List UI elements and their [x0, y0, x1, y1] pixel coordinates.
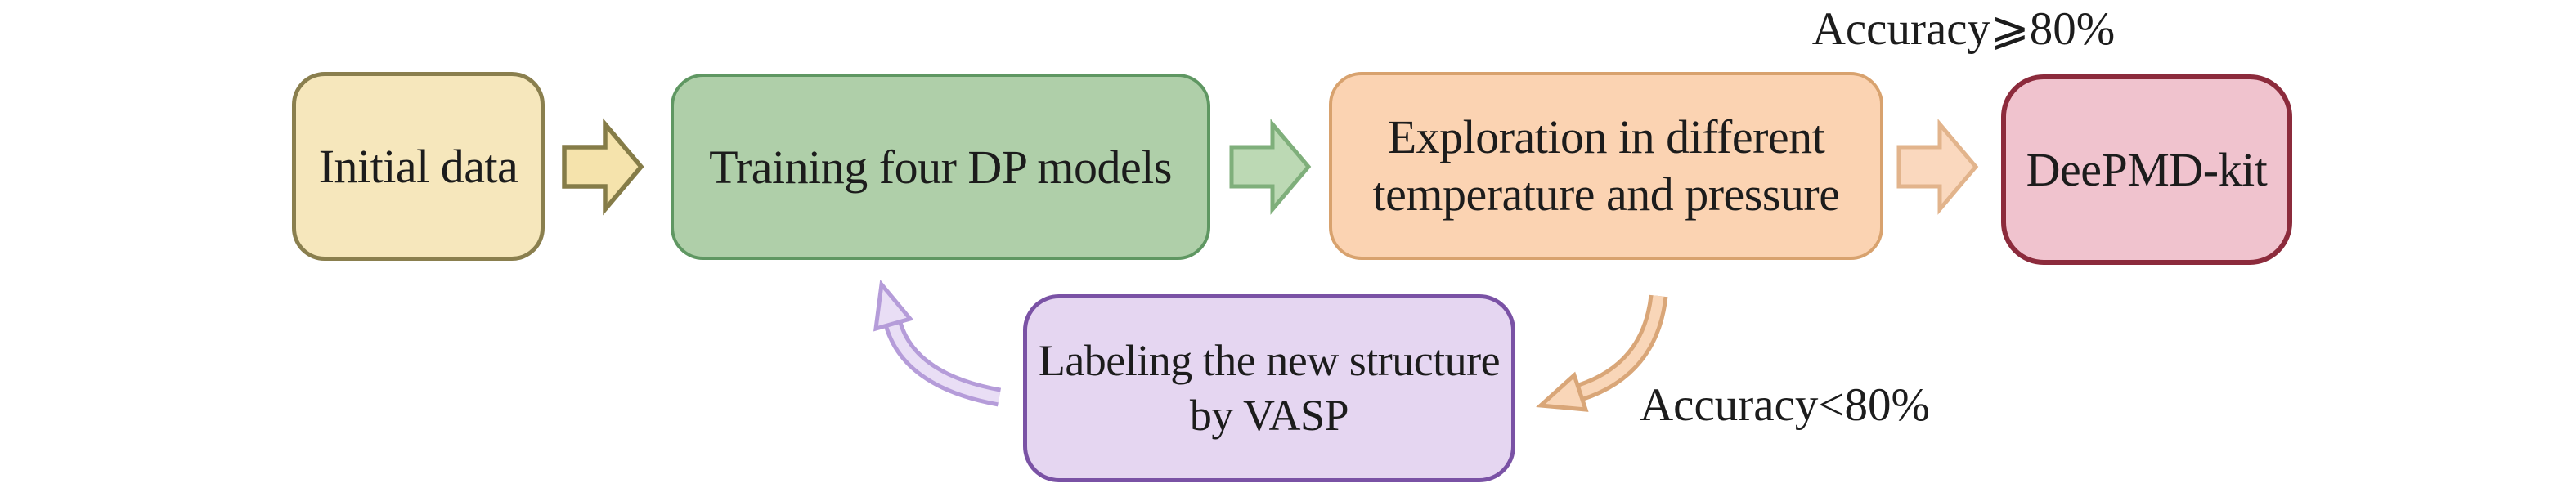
right-block-arrow-icon [562, 118, 644, 216]
annotation-accuracy-lt-80: Accuracy<80% [1640, 379, 1930, 431]
box-training-dp-models-label: Training four DP models [709, 140, 1172, 194]
curved-arrow-band-border [1577, 294, 1668, 401]
box-initial-data-label: Initial data [318, 140, 518, 193]
curved-arrow-band-fill [1577, 295, 1664, 398]
box-training-dp-models: Training four DP models [671, 74, 1210, 260]
arrow-exploration-to-deepmd [1896, 119, 1979, 215]
arrow-labeling-to-training [873, 280, 1002, 407]
box-deepmd-kit-label: DeePMD-kit [2026, 143, 2268, 196]
curved-arrow-band-border [883, 320, 1002, 407]
arrow-initial-to-training [562, 118, 644, 216]
box-exploration: Exploration in different temperature and… [1329, 72, 1883, 260]
annotation-accuracy-ge-80: Accuracy⩾80% [1811, 3, 2116, 55]
right-block-arrow-icon [1896, 119, 1979, 215]
right-block-arrow-icon [1229, 119, 1312, 215]
box-labeling-vasp: Labeling the new structure by VASP [1023, 294, 1515, 482]
curved-arrow-band-fill [887, 322, 1001, 403]
box-deepmd-kit: DeePMD-kit [2001, 74, 2292, 265]
arrow-training-to-exploration [1229, 119, 1312, 215]
box-labeling-vasp-label: Labeling the new structure by VASP [1038, 336, 1501, 440]
curved-arrowhead-icon [873, 280, 914, 332]
box-exploration-label: Exploration in different temperature and… [1372, 110, 1840, 221]
curved-arrowhead-icon [1536, 371, 1589, 412]
box-initial-data: Initial data [292, 72, 545, 261]
